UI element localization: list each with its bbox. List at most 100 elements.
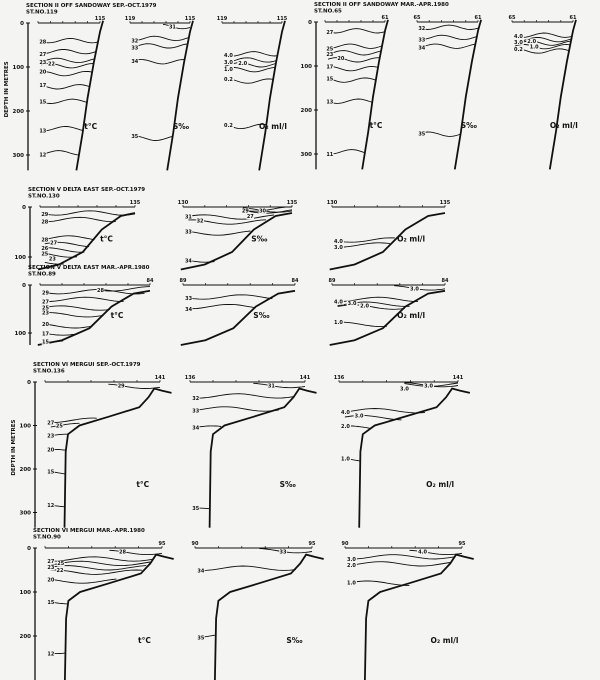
parameter-label: S‰: [251, 234, 267, 243]
isoline-label: 15: [39, 100, 46, 106]
isoline-label-bg: [46, 446, 55, 453]
isoline-label-bg: [423, 383, 434, 389]
isoline: [344, 415, 402, 421]
isoline: [50, 422, 80, 428]
isoline-label: 29: [242, 209, 249, 215]
isoline: [132, 35, 189, 42]
isoline-label-bg: [409, 286, 420, 292]
isoline-label: 27: [42, 300, 49, 306]
isoline-label-bg: [191, 505, 200, 512]
isoline-label: 25: [57, 561, 64, 567]
station-end-label: 61: [475, 15, 482, 21]
station-label: ST.NO.136: [33, 369, 65, 375]
isoline: [100, 286, 151, 292]
isoline-label: 2.0: [238, 61, 247, 67]
station-label: ST.NO.65: [314, 9, 342, 15]
isoline: [344, 408, 425, 414]
isoline-label: 33: [185, 229, 192, 235]
parameter-label: S‰: [286, 636, 302, 645]
section-5: SECTION VI MERGUI SEP.-OCT.1979ST.NO.136…: [11, 362, 471, 528]
station-end-label: 115: [185, 16, 196, 22]
sea-bottom-profile: [75, 20, 104, 171]
isoline: [50, 578, 117, 584]
isoline-label: 17: [39, 83, 46, 89]
station-end-label: 115: [277, 16, 288, 22]
isoline-label-bg: [55, 423, 64, 429]
isoline-label: 25: [41, 251, 48, 257]
isoline-label: 3.0: [514, 40, 523, 46]
isoline-label: 23: [47, 434, 54, 440]
isoline-label: 30: [259, 209, 266, 215]
isoline-label-bg: [41, 299, 50, 305]
isoline-label: 31: [268, 384, 275, 390]
station-end-label: 84: [442, 278, 449, 284]
parameter-label: O₂ ml/l: [397, 311, 425, 320]
isoline-label: 22: [56, 568, 63, 574]
isoline: [419, 131, 461, 137]
isoline-label: 2.0: [347, 563, 356, 569]
isoline-label: 33: [185, 296, 192, 302]
isoline-label: 3.0: [348, 301, 357, 307]
station-start-label: 65: [509, 15, 516, 21]
section-title: SECTION VI MERGUI SEP.-OCT.1979: [33, 362, 141, 368]
section-title: SECTION II OFF SANDOWAY MAR.-APR.1980: [314, 2, 449, 8]
section-3: SECTION V DELTA EAST SEP.-OCT.1979ST.NO.…: [15, 187, 451, 271]
isoline-label-bg: [418, 45, 426, 51]
isoline-label-bg: [46, 469, 55, 475]
parameter-label: t°C: [138, 636, 151, 645]
isoline-label-bg: [118, 549, 127, 555]
isoline: [327, 57, 380, 63]
isoline: [45, 296, 124, 303]
isoline-label: 4.0: [341, 410, 350, 416]
sea-bottom-profile: [166, 20, 194, 171]
isoline-label: 0.2: [224, 123, 233, 129]
isoline-label-bg: [197, 567, 205, 574]
isoline-label-bg: [46, 419, 55, 426]
isoline-label: 28: [41, 220, 48, 226]
isoline: [44, 247, 85, 253]
isoline-label: 33: [192, 408, 199, 414]
isoline-label-bg: [326, 51, 334, 58]
isoline: [188, 214, 275, 220]
isoline-label: 20: [337, 56, 344, 62]
isoline: [44, 261, 64, 265]
isoline: [40, 57, 95, 64]
isoline: [44, 252, 78, 258]
station-end-label: 61: [382, 15, 389, 21]
isoline-label: 33: [131, 45, 138, 51]
isoline-label: 25: [42, 305, 49, 311]
sea-bottom-profile: [453, 19, 482, 170]
isoline-label-bg: [41, 236, 49, 243]
isoline-label-bg: [326, 45, 334, 52]
parameter-label: S‰: [280, 480, 296, 489]
isoline: [337, 237, 395, 243]
station-label: ST.NO.119: [26, 10, 58, 16]
isoline-label-bg: [399, 385, 410, 392]
isoline-label: 27: [50, 240, 57, 246]
isoline-label: 3.0: [347, 557, 356, 563]
isoline-label-bg: [333, 299, 344, 305]
station-end-label: 135: [130, 200, 141, 206]
isoline-label-bg: [513, 33, 524, 40]
isoline: [45, 289, 145, 295]
isoline: [514, 40, 571, 46]
isoline: [41, 37, 99, 44]
isoline-label-bg: [168, 24, 177, 30]
isoline-label-bg: [346, 562, 357, 569]
isoline-label: 33: [418, 38, 425, 44]
isoline-label-bg: [41, 245, 49, 251]
isoline-label: 2.0: [341, 424, 350, 430]
isoline-label: 4.0: [418, 550, 427, 556]
isoline-label: 2.0: [527, 39, 536, 45]
isoline-label-bg: [39, 59, 47, 65]
isoline-label-bg: [333, 319, 344, 326]
isoline-label: 35: [418, 132, 425, 138]
station-start-label: 136: [334, 375, 345, 381]
